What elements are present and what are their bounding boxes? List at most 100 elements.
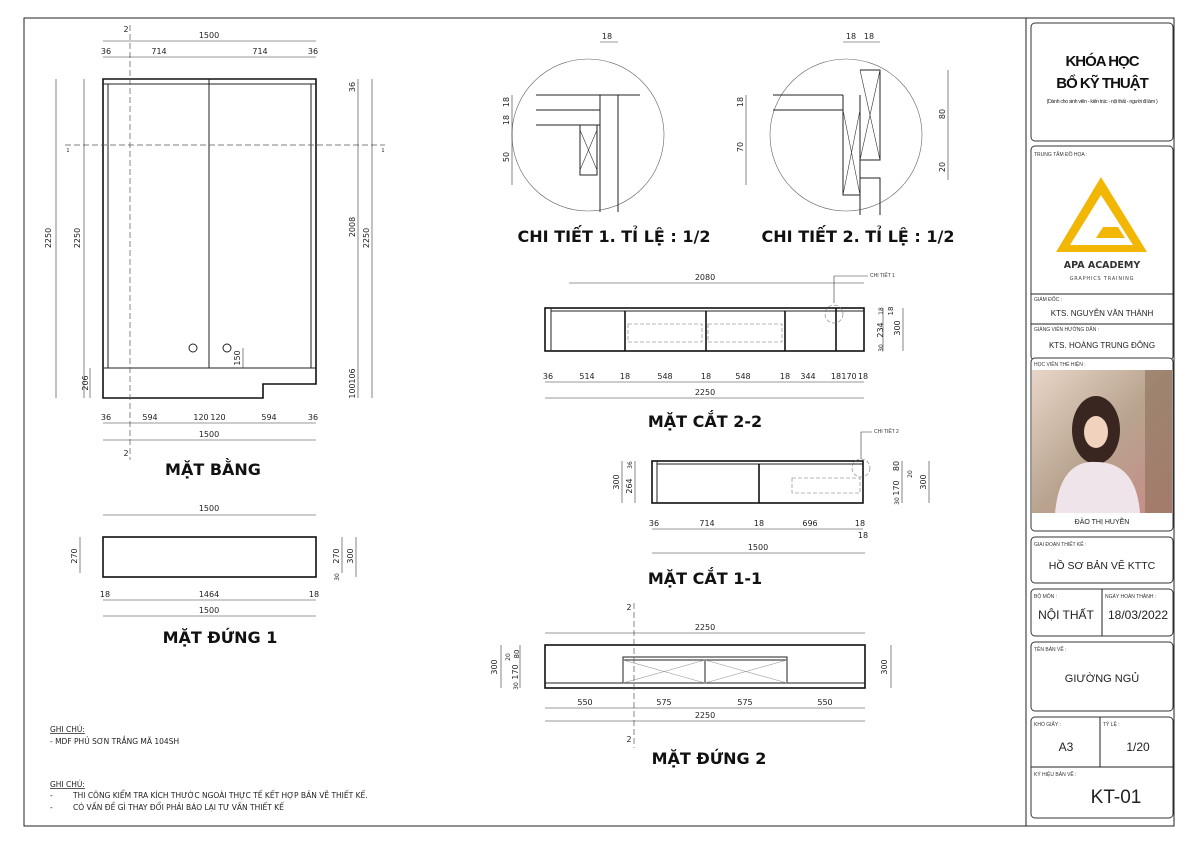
dim-label: 514 — [579, 372, 594, 381]
dim-label: 100 — [348, 383, 357, 398]
drawing-code: KT-01 — [1091, 787, 1142, 808]
dim-label: 206 — [81, 375, 90, 390]
dim-label: 30 — [334, 573, 341, 581]
course-title: BỔ KỸ THUẬT — [1056, 74, 1148, 92]
dim-label: 1500 — [199, 430, 219, 439]
dim-label: 18 — [502, 97, 511, 107]
dim-label: 714 — [151, 47, 166, 56]
dim-label: 594 — [261, 413, 276, 422]
drawing-scale: 1/20 — [1126, 740, 1150, 754]
dim-label: 2080 — [695, 273, 715, 282]
dim-label: 106 — [348, 368, 357, 383]
dim-label: 2250 — [44, 228, 53, 248]
dim-label: 20 — [938, 162, 947, 172]
note-line: - MDF PHỦ SƠN TRẮNG MÃ 104SH — [50, 736, 179, 746]
dim-label: 300 — [490, 659, 499, 674]
section-mark: 2 — [626, 735, 631, 744]
dim-label: 1500 — [199, 31, 219, 40]
field-label: GIẢNG VIÊN HƯỚNG DẪN : — [1034, 325, 1099, 333]
title-block: KHÓA HỌC BỔ KỸ THUẬT (Dành cho sinh viên… — [1030, 22, 1174, 819]
dim-label: 18 — [780, 372, 790, 381]
dim-label: 18 — [858, 531, 868, 540]
field-label: HỌC VIÊN THỂ HIỆN : — [1034, 360, 1086, 368]
field-label: TÊN BẢN VẼ : — [1034, 645, 1067, 653]
section22-view: CHI TIẾT 1 2080 18 18 234 300 30 36 514 … — [543, 272, 904, 431]
dim-label: 36 — [308, 413, 318, 422]
section-mark: 1 — [66, 148, 69, 154]
note-bullet: - — [50, 803, 53, 812]
dim-label: 18 — [887, 307, 895, 316]
view-title: CHI TIẾT 1. TỈ LỆ : 1/2 — [518, 225, 711, 246]
dim-label: 270 — [332, 548, 341, 563]
dim-label: 575 — [656, 698, 671, 707]
dim-label: 18 — [846, 32, 856, 41]
note-bullet: - — [50, 791, 53, 800]
dim-label: 18 — [878, 307, 885, 315]
dim-label: 80 — [938, 109, 947, 119]
elevation1-view: 1500 270 270 300 30 18 1464 18 1500 MẶT … — [70, 504, 357, 647]
dim-label: 550 — [817, 698, 832, 707]
dim-label: 36 — [101, 47, 111, 56]
director-name: KTS. NGUYỄN VĂN THÀNH — [1051, 309, 1154, 318]
note-line: CÓ VẤN ĐỀ GÌ THAY ĐỔI PHẢI BÁO LẠI TƯ VẤ… — [73, 802, 284, 812]
dim-label: 714 — [699, 519, 714, 528]
section-mark: 1 — [381, 148, 384, 154]
dim-label: 18 — [620, 372, 630, 381]
course-title: KHÓA HỌC — [1065, 52, 1139, 70]
instructor-name: KTS. HOÀNG TRUNG ĐÔNG — [1049, 341, 1155, 350]
section11-view: CHI TIẾT 2 300 36 264 80 20 170 30 300 3… — [612, 428, 930, 588]
plan-outline — [102, 78, 317, 399]
view-title: MẶT BẰNG — [165, 458, 261, 479]
paper-size: A3 — [1059, 740, 1074, 754]
dim-label: 714 — [252, 47, 267, 56]
dim-label: 30 — [894, 497, 901, 505]
dim-label: 18 — [602, 32, 612, 41]
section-mark: 2 — [626, 603, 631, 612]
detail1-view: 18 18 18 50 CHI TIẾT 1. TỈ LỆ : 1/2 — [502, 32, 710, 246]
elevation2-view: 2 2 2250 300 80 20 170 30 300 550 575 57… — [490, 603, 892, 768]
dim-label: 18 — [502, 115, 511, 125]
dim-label: 548 — [657, 372, 672, 381]
dim-label: 150 — [233, 350, 242, 365]
plan-view: 2 2 1 1 1500 36 714 714 36 2250 2250 206… — [44, 25, 385, 479]
dim-label: 18 — [855, 519, 865, 528]
field-label: NGÀY HOÀN THÀNH : — [1105, 593, 1156, 600]
dim-label: 1500 — [748, 543, 768, 552]
student-photo — [1032, 370, 1172, 513]
dim-label: 18 — [864, 32, 874, 41]
completion-date: 18/03/2022 — [1108, 608, 1168, 622]
dim-label: 2250 — [695, 623, 715, 632]
drawing-name-box — [1030, 641, 1174, 712]
handle-hole — [188, 343, 198, 353]
dim-label: 1500 — [199, 606, 219, 615]
dim-label: 120 — [210, 413, 225, 422]
dim-label: 300 — [612, 474, 621, 489]
dim-label: 18 — [701, 372, 711, 381]
dim-label: 36 — [308, 47, 318, 56]
dim-label: 36 — [627, 461, 634, 469]
department: NỘI THẤT — [1038, 607, 1094, 622]
field-label: GIAI ĐOẠN THIẾT KẾ : — [1034, 541, 1086, 548]
view-title: CHI TIẾT 2. TỈ LỆ : 1/2 — [762, 225, 955, 246]
handle-hole — [222, 343, 232, 353]
dim-label: 300 — [919, 474, 928, 489]
view-title: MẶT ĐỨNG 2 — [652, 748, 767, 768]
section-mark: 2 — [123, 25, 128, 34]
dim-label: 36 — [348, 82, 357, 92]
dim-label: 234 — [876, 322, 885, 337]
dim-label: 70 — [736, 142, 745, 152]
dim-label: 18 — [858, 372, 868, 381]
dim-label: 300 — [893, 320, 902, 335]
detail-callout: CHI TIẾT 2 — [874, 428, 899, 435]
dim-label: 300 — [880, 659, 889, 674]
dim-label: 2250 — [73, 228, 82, 248]
dim-label: 2250 — [695, 711, 715, 720]
academy-tagline: GRAPHICS TRAINING — [1070, 276, 1135, 282]
dim-label: 18 — [309, 590, 319, 599]
dim-label: 18 — [754, 519, 764, 528]
field-label: BỘ MÔN : — [1034, 593, 1057, 600]
dim-label: 20 — [505, 653, 512, 661]
phase-box — [1030, 536, 1174, 584]
dim-label: 1500 — [199, 504, 219, 513]
